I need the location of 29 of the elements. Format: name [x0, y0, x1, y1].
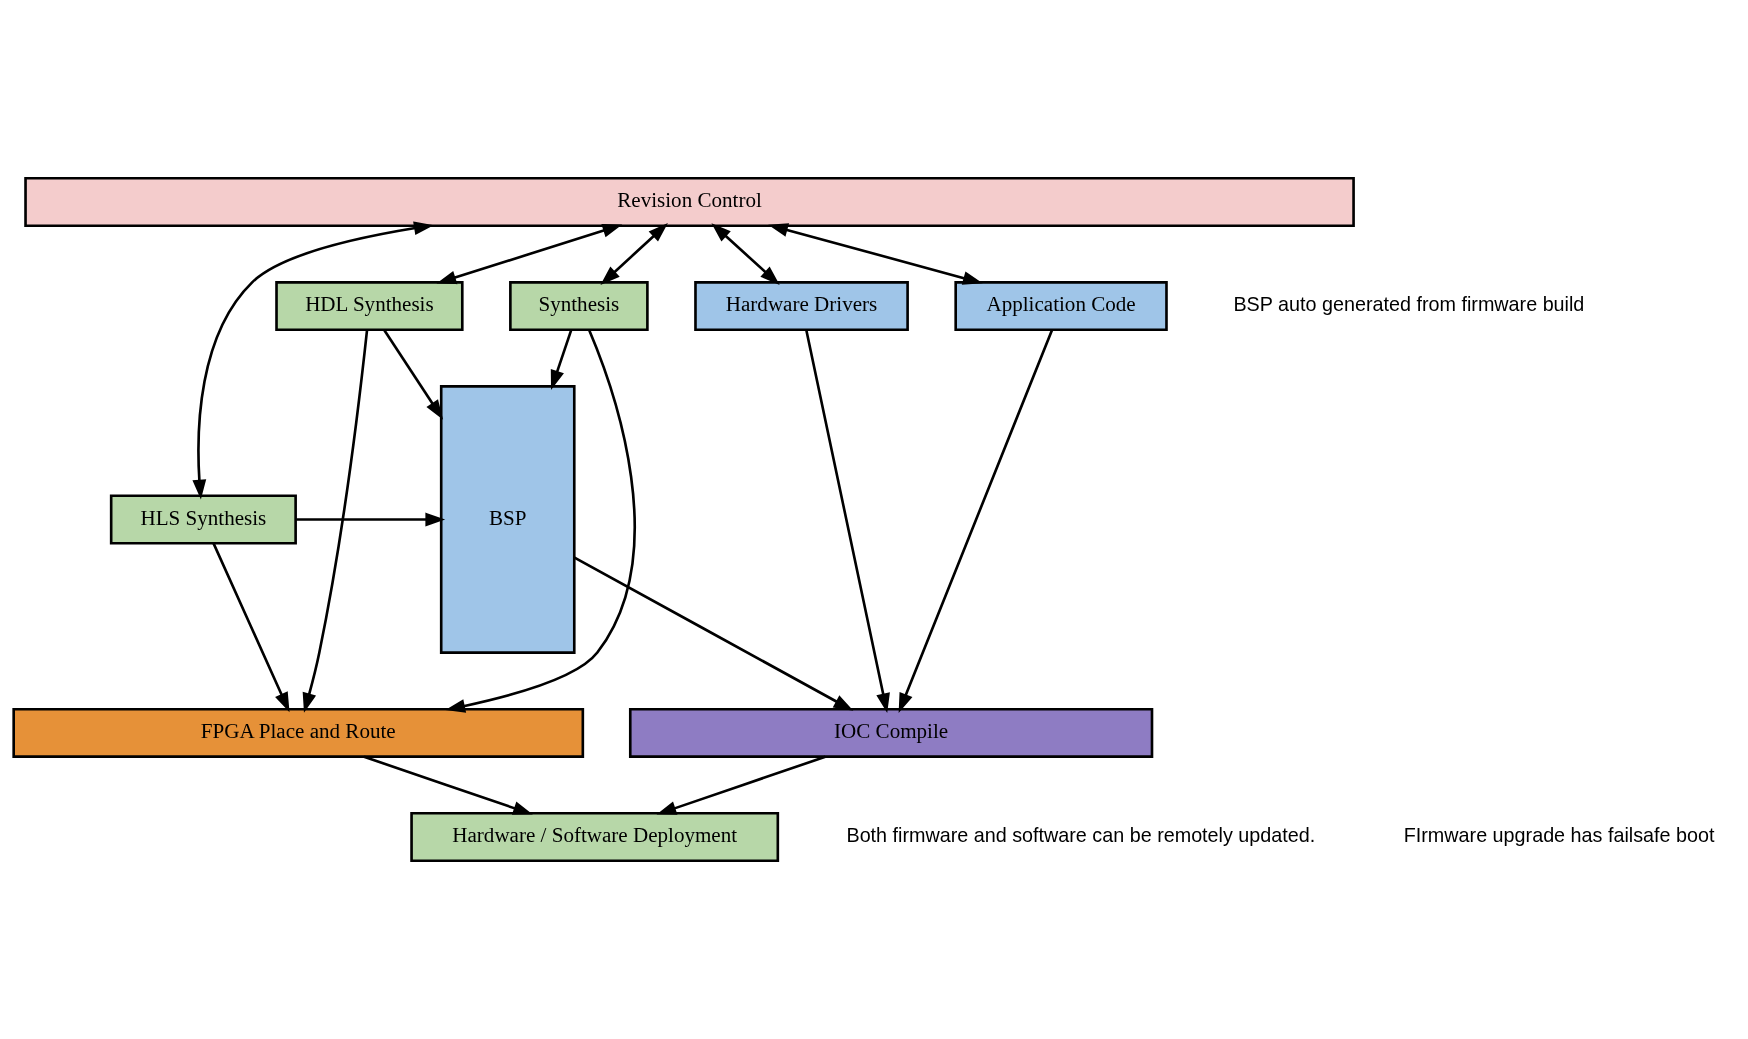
node-box: Hardware / Software Deployment — [410, 812, 780, 863]
arrow — [363, 755, 533, 815]
arrow — [296, 512, 446, 527]
node-box: FPGA Place and Route — [12, 707, 585, 758]
arrow — [445, 329, 636, 713]
arrow — [656, 755, 826, 815]
node-box: BSP — [439, 385, 576, 654]
label: FIrmware upgrade has failsafe boot — [1403, 823, 1715, 846]
arrow — [805, 329, 890, 714]
arrow — [192, 221, 434, 500]
arrow — [573, 556, 854, 711]
arrow — [898, 329, 1054, 713]
arrow — [711, 223, 780, 285]
label: BSP auto generated from firmware build — [1233, 292, 1585, 315]
arrow — [436, 224, 623, 285]
label: Both firmware and software can be remotely updated. — [846, 823, 1316, 846]
arrow — [212, 542, 290, 713]
node-box: Synthesis — [509, 281, 649, 332]
node-box: Application Code — [954, 281, 1168, 332]
arrow — [768, 223, 983, 285]
arrow — [302, 330, 369, 713]
node-box: IOC Compile — [628, 707, 1154, 758]
arrow — [600, 223, 668, 285]
node-box: HLS Synthesis — [109, 494, 297, 545]
arrow — [383, 329, 444, 420]
node-box: Revision Control — [24, 176, 1355, 227]
arrow — [550, 329, 573, 390]
node-box: HDL Synthesis — [275, 281, 464, 332]
node-box: Hardware Drivers — [694, 281, 909, 332]
